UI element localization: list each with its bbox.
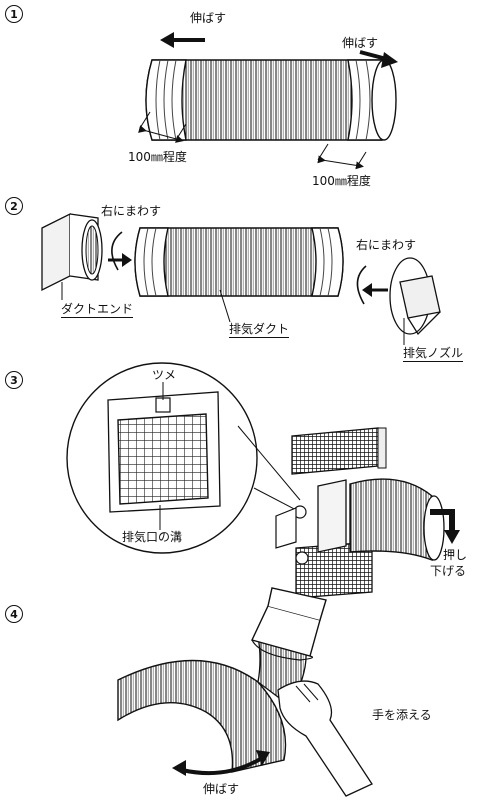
exhaust-duct-label: 排気ダクト [229,322,290,338]
stretch-label-bottom: 伸ばす [203,782,240,796]
stretch-label-right: 伸ばす [342,36,379,50]
turn-right-label-left: 右にまわす [101,204,162,218]
step2-parts [41,212,441,345]
step-number-3: 3 [5,371,23,389]
support-hand-label: 手を添える [372,708,432,722]
turn-right-label-right: 右にまわす [356,238,417,252]
step-number-2: 2 [5,197,23,215]
duct-end-label: ダクトエンド [61,302,134,318]
step-number-4: 4 [5,605,23,623]
push-down-label-2: 下げる [430,564,467,578]
stretch-label-left: 伸ばす [190,11,227,25]
tab-label: ツメ [152,368,177,382]
step-number-1: 1 [5,5,23,23]
length-label-left: 100㎜程度 [128,150,187,164]
push-down-label-1: 押し [443,548,468,562]
length-label-right: 100㎜程度 [312,174,371,188]
groove-label: 排気口の溝 [122,530,183,544]
step3-parts [66,362,460,599]
exhaust-nozzle-label: 排気ノズル [403,346,464,362]
step1-duct [138,32,398,170]
step4-parts [117,587,373,797]
